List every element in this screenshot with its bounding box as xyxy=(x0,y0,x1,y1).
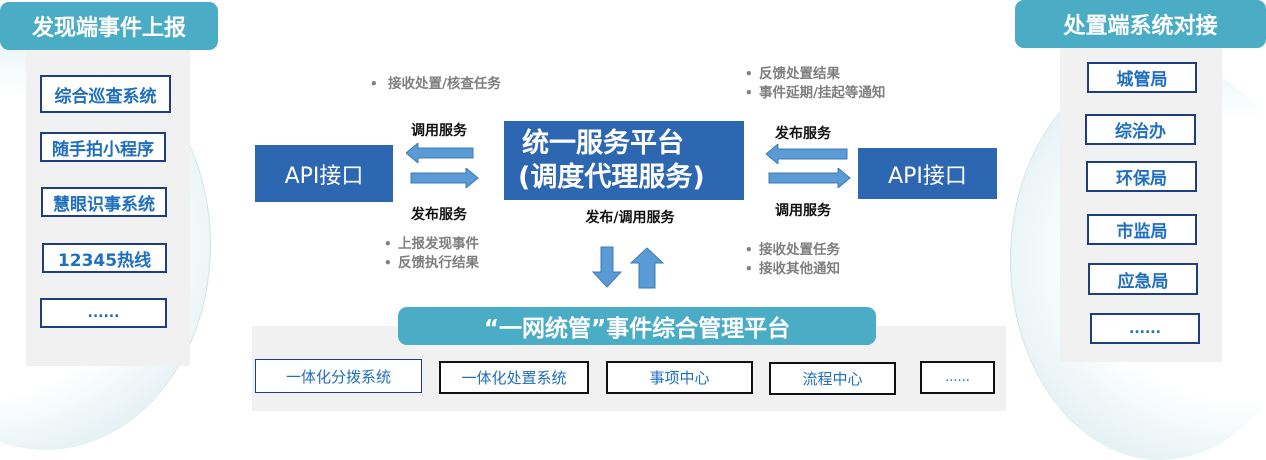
left-link-bottom-label: 发布服务 xyxy=(411,207,467,223)
arrow-up-icon xyxy=(630,247,664,289)
left-panel-title: 发现端事件上报 xyxy=(0,2,218,50)
left-link-bottom-notes: •上报发现事件 •反馈执行结果 xyxy=(384,235,479,273)
arrow-left-icon xyxy=(766,144,848,164)
handler-system-item[interactable]: ...... xyxy=(1090,313,1200,344)
left-link-top-notes: •接收处置/核查任务 xyxy=(370,75,501,94)
arrow-right-icon xyxy=(410,168,479,188)
source-system-item[interactable]: 综合巡查系统 xyxy=(40,75,171,113)
left-link-top-label: 调用服务 xyxy=(411,123,467,139)
platform-caption: 发布/调用服务 xyxy=(585,210,675,226)
platform-module-item[interactable]: 一体化处置系统 xyxy=(439,361,589,394)
handler-system-item[interactable]: 市监局 xyxy=(1087,214,1197,245)
handler-system-item[interactable]: 综治办 xyxy=(1085,114,1196,145)
note-item: •反馈处置结果 xyxy=(745,66,840,82)
note-item: •接收其他通知 xyxy=(745,261,840,277)
platform-module-item[interactable]: 一体化分拨系统 xyxy=(255,359,422,393)
platform-module-item[interactable]: ...... xyxy=(920,361,995,394)
note-item: •事件延期/挂起等通知 xyxy=(745,85,886,101)
source-system-item[interactable]: 12345热线 xyxy=(42,243,167,273)
source-system-item[interactable]: 慧眼识事系统 xyxy=(41,187,167,217)
platform-title-line1: 统一服务平台 xyxy=(522,127,684,159)
arrow-down-icon xyxy=(592,246,622,288)
platform-title-line2: (调度代理服务) xyxy=(518,161,705,193)
right-link-top-label: 发布服务 xyxy=(775,126,831,142)
arrow-left-icon xyxy=(406,143,474,163)
note-item: •接收处置任务 xyxy=(745,242,840,258)
right-panel xyxy=(1060,46,1222,362)
source-system-item[interactable]: ...... xyxy=(40,298,167,328)
right-panel-title: 处置端系统对接 xyxy=(1015,0,1266,48)
platform-module-item[interactable]: 事项中心 xyxy=(606,361,753,394)
note-item: •反馈执行结果 xyxy=(384,255,479,271)
handler-system-item[interactable]: 环保局 xyxy=(1086,161,1197,192)
note-item: •接收处置/核查任务 xyxy=(370,76,501,92)
arrow-right-icon xyxy=(768,168,851,188)
unified-service-platform[interactable]: 统一服务平台 (调度代理服务) xyxy=(504,121,744,200)
platform-module-item[interactable]: 流程中心 xyxy=(769,362,896,395)
left-api-interface[interactable]: API接口 xyxy=(255,145,393,202)
bottom-panel-title: “一网统管”事件综合管理平台 xyxy=(398,307,876,345)
right-link-top-notes: •反馈处置结果 •事件延期/挂起等通知 xyxy=(745,65,885,103)
note-item: •上报发现事件 xyxy=(384,236,479,252)
handler-system-item[interactable]: 应急局 xyxy=(1088,263,1198,295)
right-link-bottom-label: 调用服务 xyxy=(775,203,831,219)
right-link-bottom-notes: •接收处置任务 •接收其他通知 xyxy=(745,241,840,279)
source-system-item[interactable]: 随手拍小程序 xyxy=(40,132,166,162)
right-api-interface[interactable]: API接口 xyxy=(858,148,997,199)
handler-system-item[interactable]: 城管局 xyxy=(1087,62,1197,93)
